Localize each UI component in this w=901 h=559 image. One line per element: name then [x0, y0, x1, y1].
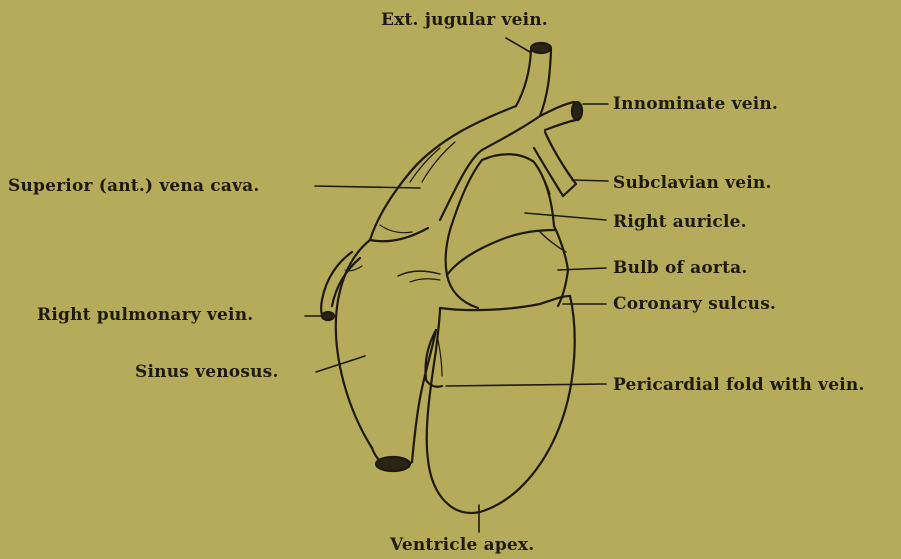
leader-bulb-aorta — [558, 268, 606, 270]
label-superior-vena-cava: Superior (ant.) vena cava. — [8, 176, 259, 196]
bulb-of-aorta-shape — [447, 230, 568, 308]
leader-right-auricle — [525, 213, 606, 220]
label-right-auricle: Right auricle. — [613, 212, 747, 232]
label-coronary-sulcus: Coronary sulcus. — [613, 294, 776, 314]
leader-ext-jugular — [506, 38, 530, 52]
label-innominate-vein: Innominate vein. — [613, 94, 778, 114]
label-pericardial-fold: Pericardial fold with vein. — [613, 375, 865, 395]
label-sinus-venosus: Sinus venosus. — [135, 362, 279, 382]
innominate-vein-shape — [540, 102, 582, 130]
leader-superior-vena-cava — [315, 186, 420, 188]
leader-subclavian — [572, 180, 608, 181]
superior-vena-cava-shape — [370, 106, 540, 241]
label-ventricle-apex: Ventricle apex. — [390, 535, 534, 555]
sinus-venosus-shape — [336, 240, 440, 471]
label-subclavian-vein: Subclavian vein. — [613, 173, 772, 193]
label-bulb-of-aorta: Bulb of aorta. — [613, 258, 747, 278]
subclavian-vein-shape — [534, 132, 576, 196]
ventricle-shape — [427, 296, 575, 513]
leader-pericardial-fold — [446, 384, 606, 386]
label-right-pulmonary-vein: Right pulmonary vein. — [37, 305, 253, 325]
ext-jugular-vein-shape — [516, 43, 551, 116]
label-ext-jugular-vein: Ext. jugular vein. — [381, 10, 548, 30]
